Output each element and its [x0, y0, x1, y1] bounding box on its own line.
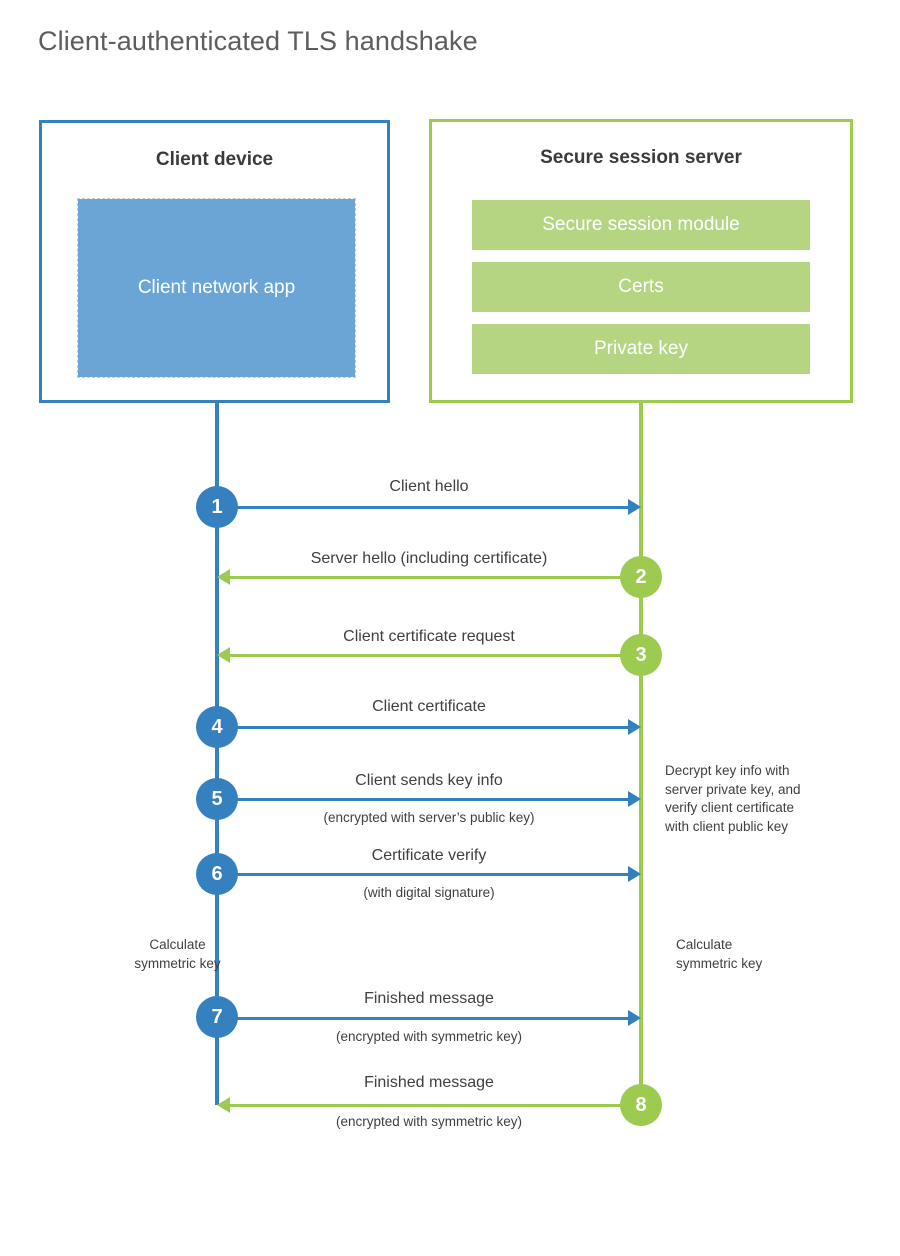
server-calculate-symmetric-key-note: Calculate symmetric key	[676, 936, 851, 973]
client-device-title: Client device	[155, 149, 274, 170]
step-4-label: Client certificate	[372, 698, 486, 715]
step-1-number-badge[interactable]: 1	[196, 486, 238, 528]
step-6-label: Certificate verify	[371, 847, 487, 864]
server-decrypt-note-line-3: verify client certificate	[665, 800, 795, 815]
step-8-label: Finished message	[364, 1074, 494, 1091]
step-4-number-badge[interactable]: 4	[196, 706, 238, 748]
client-lifeline	[215, 403, 219, 1105]
step-1-label: Client hello	[389, 478, 469, 495]
secure-session-server-title: Secure session server	[540, 147, 742, 168]
step-8-arrow-head	[217, 1097, 230, 1113]
server-lifeline	[639, 403, 643, 1105]
server-decrypt-note: Decrypt key info with server private key…	[665, 762, 840, 836]
step-5-number-badge[interactable]: 5	[196, 778, 238, 820]
client-network-app-block: Client network app	[77, 198, 356, 378]
step-6-arrow-line	[217, 873, 628, 876]
server-decrypt-note-line-4: with client public key	[665, 818, 789, 834]
client-calculate-note-line-2: symmetric key	[134, 955, 221, 971]
server-component-certs: Certs	[472, 262, 810, 312]
step-5-label: Client sends key info	[355, 772, 503, 789]
step-7-label: Finished message	[364, 990, 494, 1007]
server-component-private-key: Private key	[472, 324, 810, 374]
step-8-sublabel: (encrypted with symmetric key)	[335, 1114, 523, 1129]
step-7-arrow-line	[217, 1017, 628, 1020]
server-calculate-note-line-1: Calculate	[676, 937, 733, 952]
step-4-arrow-line	[217, 726, 628, 729]
page-title: Client-authenticated TLS handshake	[38, 26, 478, 56]
step-6-number-badge[interactable]: 6	[196, 853, 238, 895]
client-calculate-symmetric-key-note: Calculate symmetric key	[95, 936, 260, 973]
step-5-sublabel: (encrypted with server’s public key)	[323, 810, 535, 825]
step-8-arrow-line	[230, 1104, 641, 1107]
step-6-sublabel: (with digital signature)	[363, 885, 495, 900]
step-2-number-badge[interactable]: 2	[620, 556, 662, 598]
step-4-arrow-head	[628, 719, 641, 735]
step-7-number-badge[interactable]: 7	[196, 996, 238, 1038]
client-network-app-label: Client network app	[137, 277, 296, 298]
step-2-label: Server hello (including certificate)	[310, 550, 548, 567]
step-3-label: Client certificate request	[343, 628, 515, 645]
step-2-arrow-head	[217, 569, 230, 585]
step-5-arrow-head	[628, 791, 641, 807]
step-3-arrow-line	[230, 654, 641, 657]
step-3-arrow-head	[217, 647, 230, 663]
step-1-arrow-head	[628, 499, 641, 515]
server-decrypt-note-line-1: Decrypt key info with	[665, 763, 790, 778]
server-decrypt-note-line-2: server private key, and	[665, 781, 801, 797]
step-2-arrow-line	[230, 576, 641, 579]
server-component-secure-session-module: Secure session module	[472, 200, 810, 250]
step-5-arrow-line	[217, 798, 628, 801]
step-8-number-badge[interactable]: 8	[620, 1084, 662, 1126]
step-1-arrow-line	[217, 506, 628, 509]
client-calculate-note-line-1: Calculate	[149, 937, 206, 952]
step-7-sublabel: (encrypted with symmetric key)	[335, 1029, 523, 1044]
server-calculate-note-line-2: symmetric key	[676, 955, 763, 971]
step-6-arrow-head	[628, 866, 641, 882]
step-3-number-badge[interactable]: 3	[620, 634, 662, 676]
step-7-arrow-head	[628, 1010, 641, 1026]
